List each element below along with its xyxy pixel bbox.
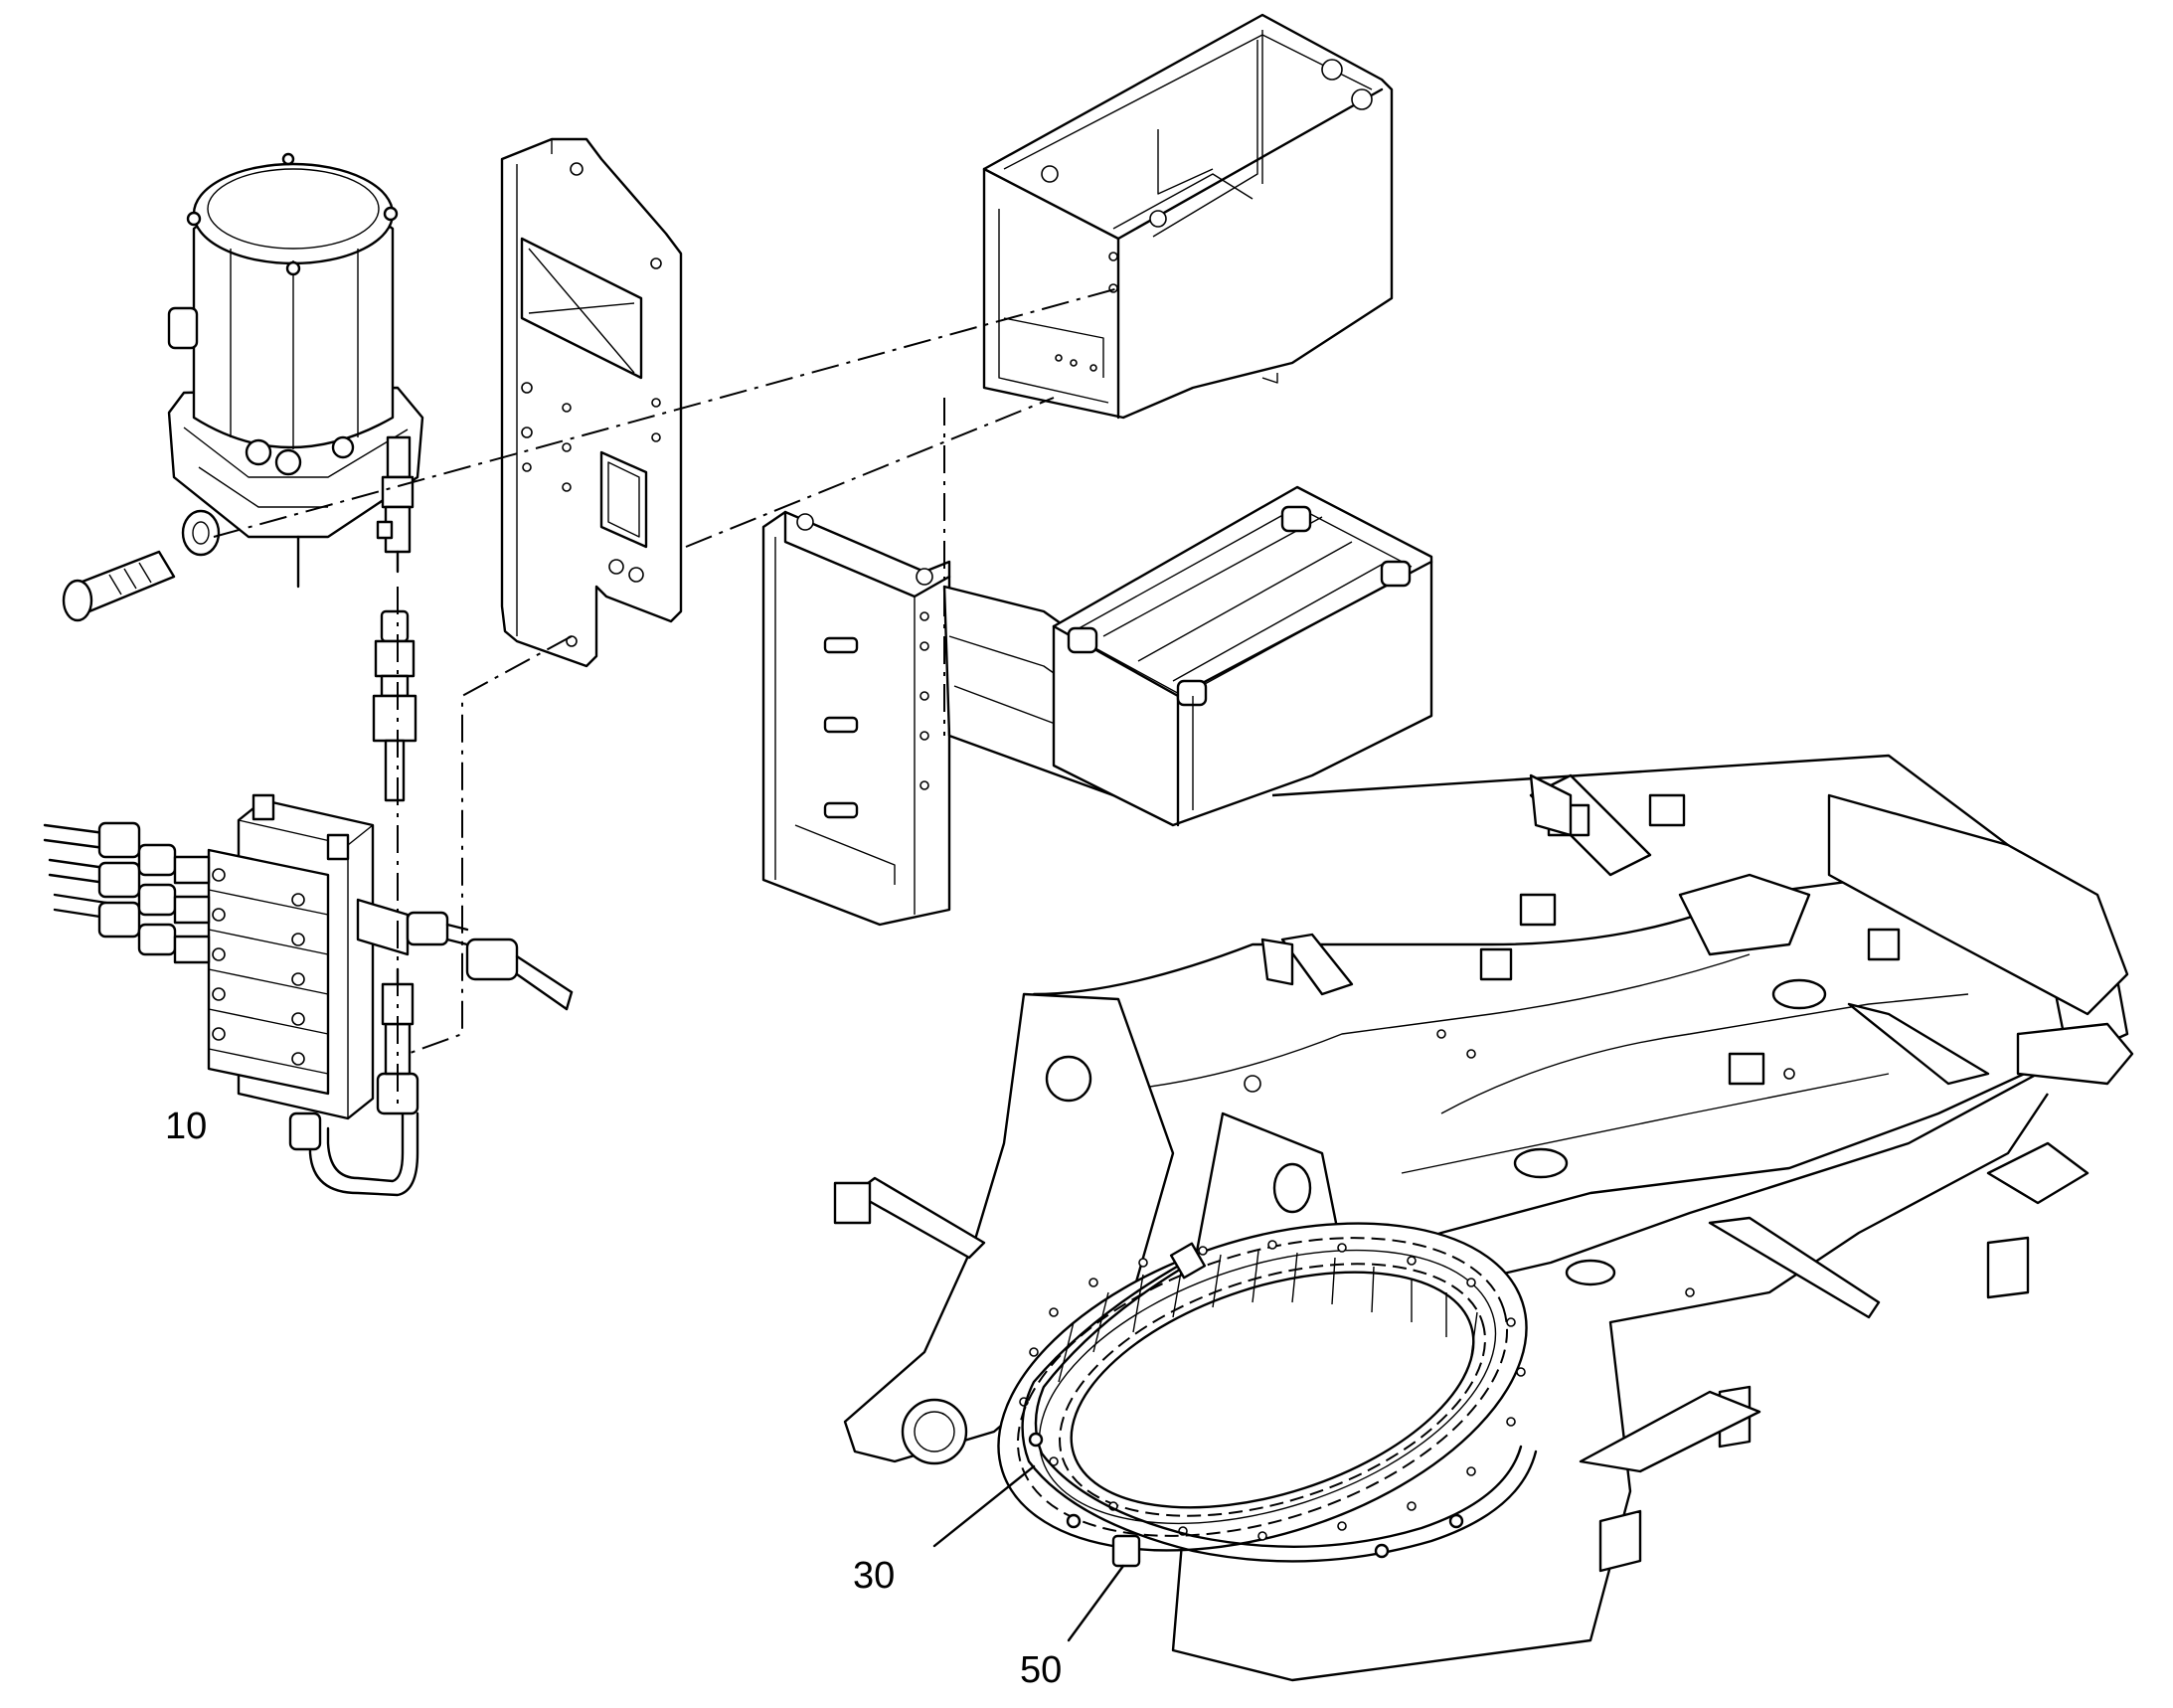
callout-10: 10 xyxy=(165,1106,207,1147)
callout-50: 50 xyxy=(1020,1649,1062,1691)
upper-carriage-frame xyxy=(833,754,2134,1682)
grease-pump xyxy=(62,152,424,622)
slewing-ring xyxy=(997,1222,1538,1568)
slewing-ring-clamp xyxy=(1111,1534,1141,1568)
slewing-ring-line xyxy=(1021,1256,1538,1563)
assembly-lines xyxy=(213,287,1119,1104)
callout-30-leader xyxy=(932,1464,1036,1548)
mounting-plate xyxy=(500,137,683,668)
callout-30: 30 xyxy=(853,1555,895,1597)
upper-box-frame xyxy=(982,13,1394,420)
callout-50-leader xyxy=(1067,1564,1125,1642)
mounting-bolt xyxy=(62,509,221,622)
lubrication-distributor xyxy=(43,793,574,1197)
feed-pipe xyxy=(372,609,418,802)
counterweight-bracket xyxy=(761,485,1433,927)
